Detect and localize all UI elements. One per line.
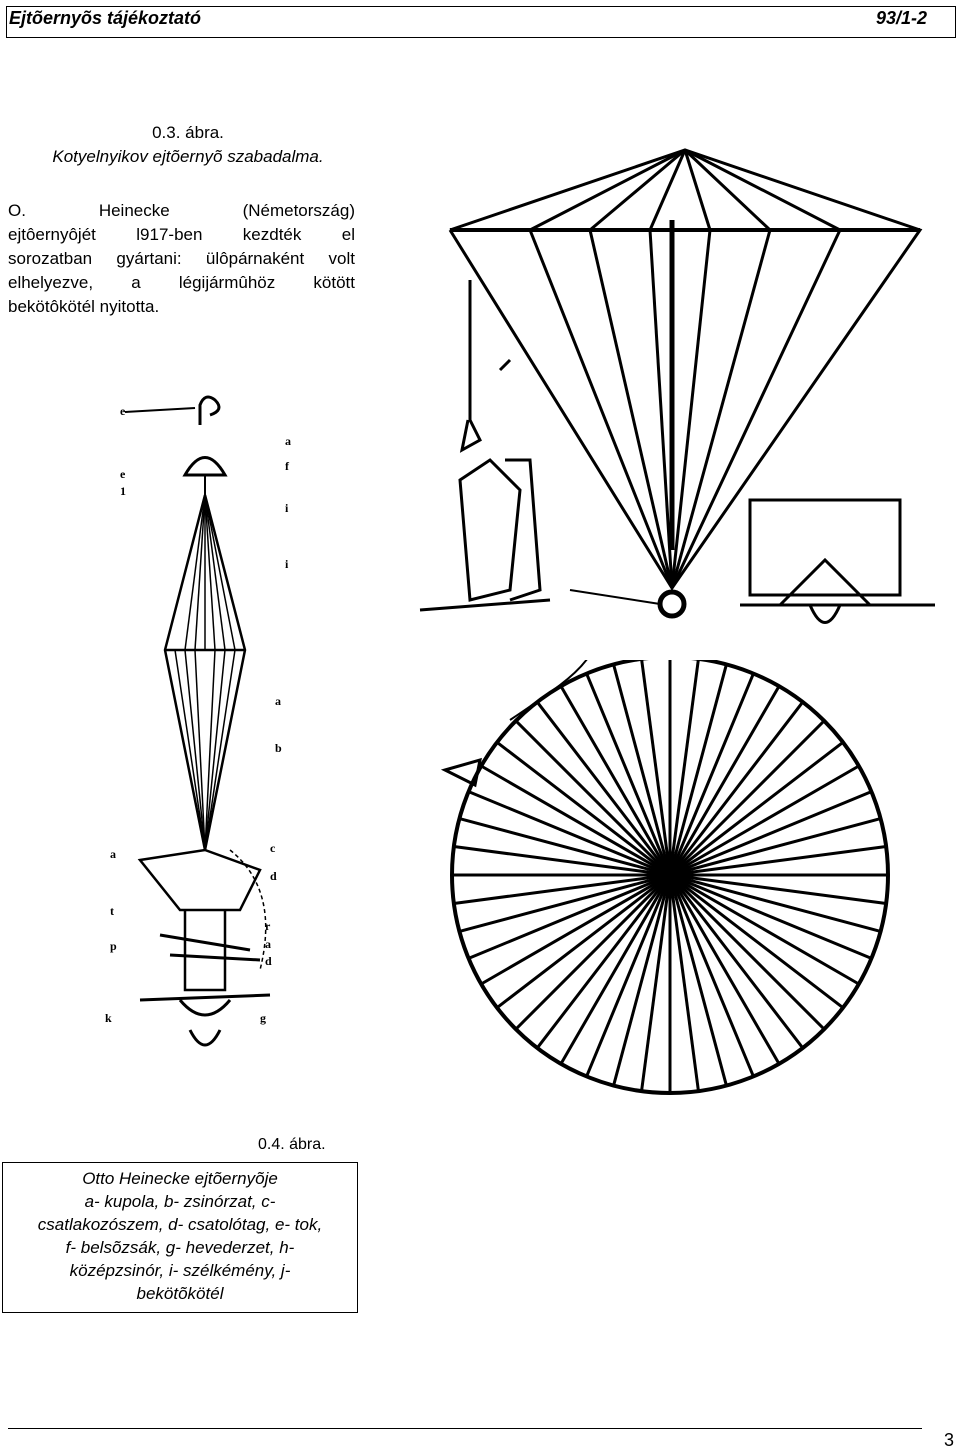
canopy-spoke bbox=[468, 790, 671, 877]
canopy-spoke bbox=[612, 664, 672, 876]
page-number: 3 bbox=[943, 1430, 954, 1450]
drawing-label: f bbox=[285, 459, 290, 473]
canopy-spoke bbox=[496, 873, 671, 1009]
round-canopy-plan bbox=[440, 660, 890, 1095]
drawing-label: b bbox=[275, 741, 282, 755]
canopy-spoke bbox=[640, 660, 672, 876]
figure-04-number: 0.4. ábra. bbox=[258, 1136, 326, 1153]
canopy-spoke bbox=[536, 701, 672, 876]
canopy-spoke bbox=[669, 873, 844, 1009]
drawing-label: c bbox=[270, 841, 276, 855]
canopy-spoke bbox=[668, 701, 804, 876]
figure-04-caption-box: Otto Heinecke ejtõernyõje a- kupola, b- … bbox=[2, 1162, 358, 1313]
canopy-spoke bbox=[585, 673, 672, 876]
canopy-spoke bbox=[496, 741, 671, 877]
canopy-spoke bbox=[459, 873, 671, 933]
drawing-label: i bbox=[285, 557, 289, 571]
canopy-spoke bbox=[453, 845, 671, 877]
drawing-label: e bbox=[120, 404, 126, 418]
caption-line: középzsinór, i- szélkémény, j- bbox=[69, 1261, 291, 1280]
drawing-label: p bbox=[110, 939, 117, 953]
drawing-label: i bbox=[285, 501, 289, 515]
footer-rule bbox=[8, 1428, 922, 1429]
header-number: 93/1-2 bbox=[875, 8, 927, 28]
page-header: Ejtõernyõs tájékoztató 93/1-2 bbox=[6, 6, 956, 38]
patent-drawing bbox=[419, 148, 935, 624]
canopy-spoke bbox=[669, 873, 872, 960]
drawing-label: a bbox=[285, 434, 291, 448]
canopy-spoke bbox=[668, 673, 755, 876]
canopy-spoke bbox=[559, 685, 672, 876]
canopy-spoke bbox=[640, 874, 672, 1092]
canopy-spoke bbox=[480, 873, 671, 986]
figure-03-caption: Kotyelnyikov ejtõernyõ szabadalma. bbox=[52, 147, 324, 166]
canopy-spoke bbox=[668, 685, 781, 876]
drawing-label: a bbox=[265, 937, 271, 951]
canopy-spoke bbox=[668, 660, 700, 876]
caption-line: a- kupola, b- zsinórzat, c- bbox=[84, 1192, 276, 1211]
paragraph-line: elhelyezve, a légijármûhöz kötött bbox=[8, 273, 355, 292]
figure-03-number: 0.3. ábra. bbox=[152, 123, 224, 142]
header-title: Ejtõernyõs tájékoztató bbox=[9, 8, 202, 28]
drawing-label: a bbox=[275, 694, 281, 708]
heinecke-parachute-drawing: e e 1 a t p k a f i i a b c d r a d g bbox=[105, 395, 291, 1047]
canopy-spoke bbox=[668, 874, 728, 1086]
canopy-spoke bbox=[669, 741, 844, 877]
canopy-spoke bbox=[669, 845, 887, 877]
canopy-spoke bbox=[668, 874, 804, 1049]
canopy-spoke bbox=[668, 874, 781, 1065]
drawing-label: k bbox=[105, 1011, 112, 1025]
canopy-spoke bbox=[669, 790, 872, 877]
paragraph-line: bekötôkötél nyitotta. bbox=[8, 297, 160, 316]
canopy-spoke bbox=[669, 873, 887, 905]
paragraph-line: ejtôernyôjét l917-ben kezdték el bbox=[8, 225, 355, 244]
canopy-spoke bbox=[668, 719, 826, 877]
canopy-spoke bbox=[459, 817, 671, 877]
drawing-label: d bbox=[265, 954, 272, 968]
drawing-label: 1 bbox=[120, 484, 126, 498]
canopy-spoke bbox=[559, 874, 672, 1065]
caption-line: csatlakozószem, d- csatolótag, e- tok, bbox=[37, 1215, 323, 1234]
canopy-spoke bbox=[585, 874, 672, 1077]
canopy-outline bbox=[448, 148, 923, 591]
canopy-spoke bbox=[480, 764, 671, 877]
drawing-label: d bbox=[270, 869, 277, 883]
canopy-spoke bbox=[669, 873, 881, 933]
canopy-spoke bbox=[669, 764, 860, 877]
caption-line: bekötõkötél bbox=[136, 1284, 224, 1303]
canopy-spoke bbox=[668, 874, 755, 1077]
canopy-spoke bbox=[668, 874, 700, 1092]
canopy-spoke bbox=[536, 874, 672, 1049]
canopy-spoke bbox=[514, 873, 672, 1031]
canopy-spoke bbox=[612, 874, 672, 1086]
drawing-label: g bbox=[260, 1011, 266, 1025]
canopy-spoke bbox=[453, 873, 671, 905]
paragraph-line: sorozatban gyártani: ülôpárnaként volt bbox=[8, 249, 355, 268]
canopy-spoke bbox=[669, 817, 881, 877]
canopy-spoke bbox=[668, 664, 728, 876]
heinecke-paragraph: O. Heinecke (Németország) ejtôernyôjét l… bbox=[8, 199, 355, 319]
canopy-spoke bbox=[668, 873, 826, 1031]
canopy-spoke bbox=[669, 873, 860, 986]
drawing-label: r bbox=[265, 919, 271, 933]
figure-04-title: Otto Heinecke ejtõernyõje bbox=[82, 1169, 278, 1188]
drawing-label: t bbox=[110, 904, 114, 918]
caption-line: f- belsõzsák, g- hevederzet, h- bbox=[65, 1238, 295, 1257]
drawing-label: e bbox=[120, 467, 126, 481]
canopy-spoke bbox=[514, 719, 672, 877]
drawing-label: a bbox=[110, 847, 116, 861]
canopy-spoke bbox=[468, 873, 671, 960]
paragraph-line: O. Heinecke (Németország) bbox=[8, 201, 355, 220]
